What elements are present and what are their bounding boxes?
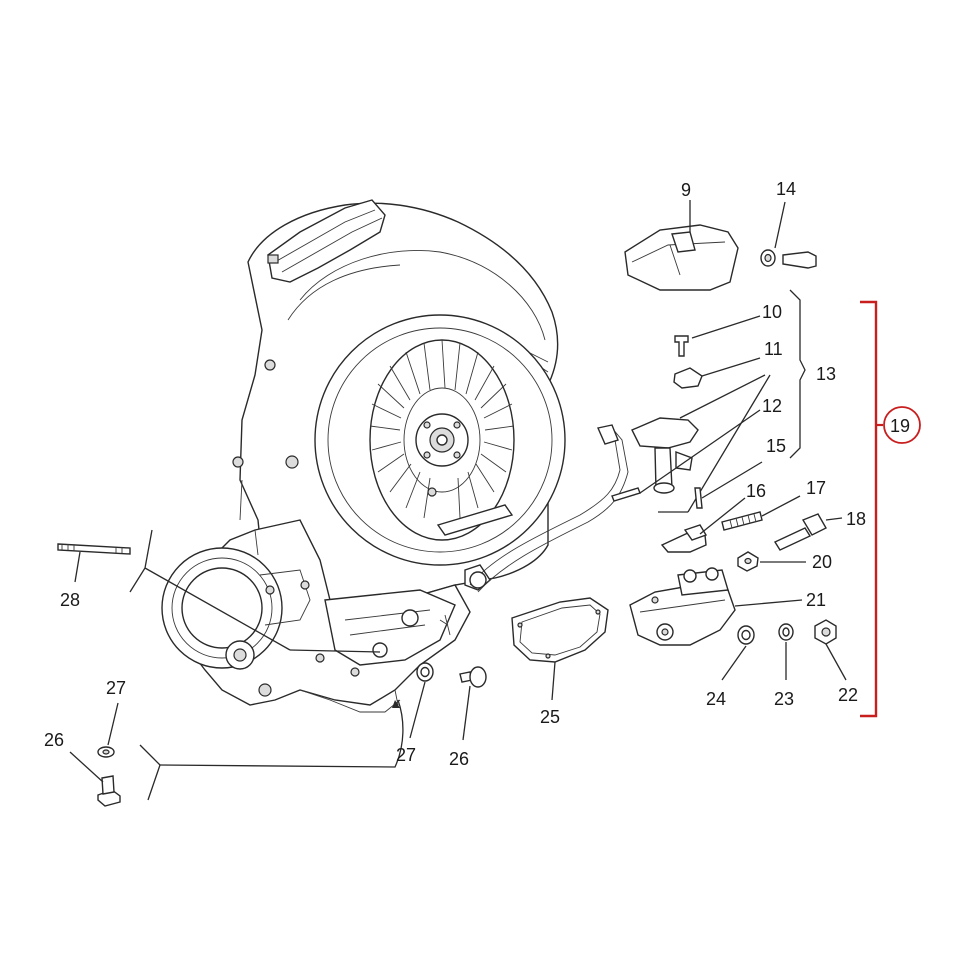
label-12: 12 [762,396,782,416]
part-18-bolt [773,513,843,551]
part-27-washer-left [97,702,119,758]
label-21: 21 [806,590,826,610]
part-26-plug-mid [459,666,487,741]
label-27-left: 27 [106,678,126,698]
label-24: 24 [706,689,726,709]
part-17-spring [721,495,801,531]
part-10-screw [674,315,761,357]
part-25-gasket [511,597,609,701]
flywheel-fan-blades [369,339,515,519]
label-15: 15 [766,436,786,456]
part-14-screw [760,201,817,269]
label-28: 28 [60,590,80,610]
group-19-bracket [860,300,921,718]
engine-leader-lines [129,529,404,801]
part-21-housing [629,567,803,646]
label-22: 22 [838,685,858,705]
label-9: 9 [681,180,691,200]
label-13: 13 [816,364,836,384]
part-9-cover [624,200,739,291]
part-13-brace [789,289,806,459]
label-26-left: 26 [44,730,64,750]
label-10: 10 [762,302,782,322]
part-27-washer-mid [409,662,434,739]
label-18: 18 [846,509,866,529]
label-27-mid: 27 [396,745,416,765]
selector-rod [469,424,629,593]
label-16: 16 [746,481,766,501]
part-20-nut [737,551,806,572]
label-19: 19 [890,416,910,436]
label-14: 14 [776,179,796,199]
part-23-washer [778,623,794,680]
part-15-pin [611,409,763,509]
label-26-mid: 26 [449,749,469,769]
part-24-washer [721,625,755,681]
part-11-block [673,357,761,389]
part-12-lever [631,374,771,513]
part-labels: 9 14 10 11 13 12 15 16 17 18 19 20 21 24… [44,179,910,769]
label-20: 20 [812,552,832,572]
label-17: 17 [806,478,826,498]
part-22-nut [814,619,847,681]
label-11: 11 [764,339,783,359]
part-26-plug-left [69,751,121,807]
part-28-stud [57,543,131,583]
label-25: 25 [540,707,560,727]
engine-housing [232,199,566,601]
label-23: 23 [774,689,794,709]
part-16-bracket [660,497,746,553]
